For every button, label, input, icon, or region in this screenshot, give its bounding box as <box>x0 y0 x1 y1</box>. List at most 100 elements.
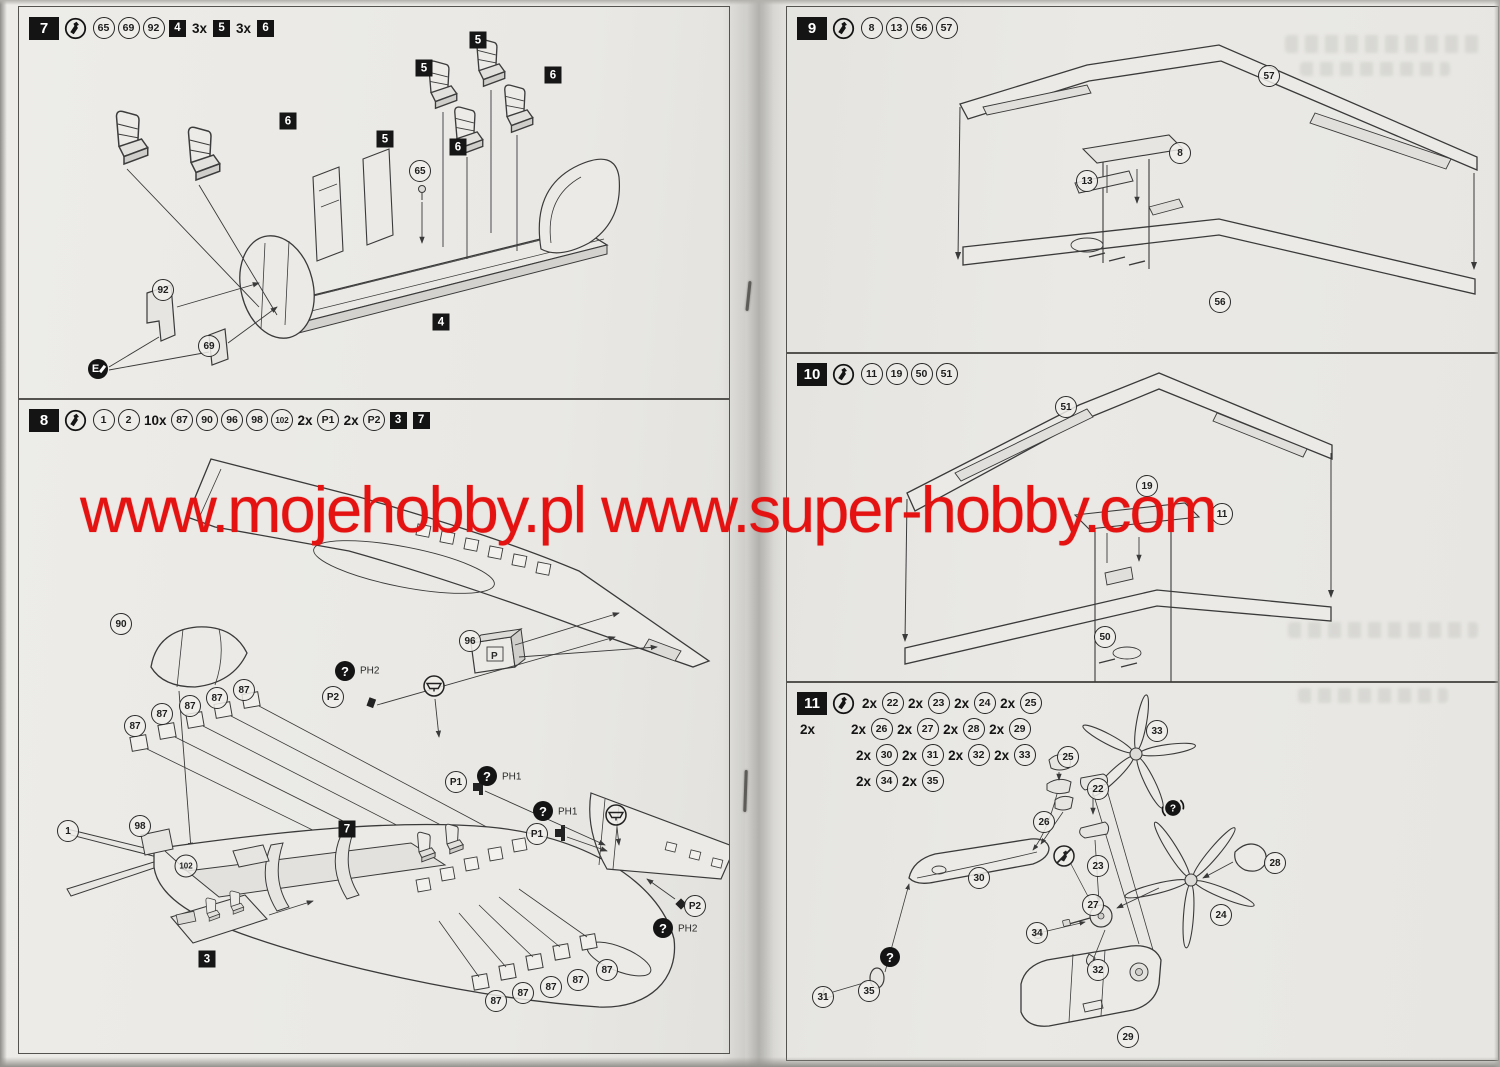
part-circle-22: 22 <box>881 692 904 714</box>
glue-icon <box>64 17 87 40</box>
step-number-badge-11: 11 <box>797 691 827 715</box>
assembly-square-5: 5 <box>213 19 231 37</box>
assembly-square-6: 6 <box>257 19 275 37</box>
glue-icon <box>64 409 87 432</box>
part-circle-1: 1 <box>92 409 115 431</box>
quantity-label: 2x <box>856 747 872 763</box>
glue-icon <box>832 363 855 386</box>
quantity-label: 2x <box>856 773 872 789</box>
part-circle-90: 90 <box>196 409 219 431</box>
part-circle-24: 24 <box>973 692 996 714</box>
part-circle-57: 57 <box>935 17 958 39</box>
part-circle-34: 34 <box>875 770 898 792</box>
part-circle-87: 87 <box>171 409 194 431</box>
part-circle-27: 27 <box>916 718 939 740</box>
quantity-label: 2x <box>954 695 970 711</box>
part-circle-25: 25 <box>1019 692 1042 714</box>
quantity-label: 2x <box>297 412 313 428</box>
part-circle-65: 65 <box>92 17 115 39</box>
part-circle-98: 98 <box>246 409 269 431</box>
quantity-label: 2x <box>897 721 913 737</box>
bleed-through-ghost <box>1288 622 1478 638</box>
quantity-label: 2x <box>943 721 959 737</box>
step-number-badge-9: 9 <box>797 16 827 40</box>
watermark-text: www.mojehobby.pl www.super-hobby.com <box>80 473 1218 546</box>
part-circle-8: 8 <box>860 17 883 39</box>
part-circle-50: 50 <box>910 363 933 385</box>
part-circle-51: 51 <box>935 363 958 385</box>
quantity-label: 2x <box>343 412 359 428</box>
part-circle-69: 69 <box>117 17 140 39</box>
part-circle-P2: P2 <box>363 409 386 431</box>
quantity-label: 2x <box>902 747 918 763</box>
part-circle-96: 96 <box>221 409 244 431</box>
part-circle-19: 19 <box>885 363 908 385</box>
quantity-label: 2x <box>851 721 867 737</box>
quantity-label: 10x <box>144 412 167 428</box>
page-binding <box>722 0 788 1067</box>
spacer <box>818 729 848 730</box>
quantity-label: 2x <box>994 747 1010 763</box>
spacer <box>797 781 853 782</box>
assembly-square-4: 4 <box>169 19 186 37</box>
step-7-diagram <box>108 38 621 371</box>
step-number-badge-7: 7 <box>29 16 59 40</box>
bleed-through-ghost <box>1300 62 1450 76</box>
step-number-badge-8: 8 <box>29 408 59 432</box>
part-circle-29: 29 <box>1008 718 1031 740</box>
step-11-diagram <box>822 694 1267 1027</box>
spacer <box>797 755 853 756</box>
part-circle-2: 2 <box>117 409 140 431</box>
quantity-label: 2x <box>948 747 964 763</box>
part-circle-P1: P1 <box>317 409 340 431</box>
glue-icon <box>832 692 855 715</box>
quantity-label: 2x <box>908 695 924 711</box>
quantity-label: 3x <box>192 20 208 36</box>
quantity-label: 2x <box>902 773 918 789</box>
step-9-diagram <box>955 44 1478 295</box>
quantity-label: 3x <box>236 20 252 36</box>
svg-text:P: P <box>491 651 498 662</box>
part-circle-33: 33 <box>1013 744 1036 766</box>
part-circle-35: 35 <box>921 770 944 792</box>
quantity-label: 2x <box>989 721 1005 737</box>
quantity-label: 2x <box>1000 695 1016 711</box>
bleed-through-ghost <box>1285 35 1480 53</box>
step-10-diagram <box>902 372 1334 682</box>
part-circle-56: 56 <box>910 17 933 39</box>
part-circle-102: 102 <box>271 409 294 431</box>
part-circle-23: 23 <box>927 692 950 714</box>
quantity-label: 2x <box>862 695 878 711</box>
step-number-badge-10: 10 <box>797 362 827 386</box>
part-circle-28: 28 <box>962 718 985 740</box>
part-circle-26: 26 <box>870 718 893 740</box>
quantity-label: 2x <box>800 721 816 737</box>
part-circle-31: 31 <box>921 744 944 766</box>
part-circle-92: 92 <box>142 17 165 39</box>
glue-icon <box>832 17 855 40</box>
part-circle-13: 13 <box>885 17 908 39</box>
bleed-through-ghost <box>1298 688 1448 703</box>
part-circle-32: 32 <box>967 744 990 766</box>
part-circle-11: 11 <box>860 363 883 385</box>
assembly-square-3: 3 <box>389 411 407 429</box>
